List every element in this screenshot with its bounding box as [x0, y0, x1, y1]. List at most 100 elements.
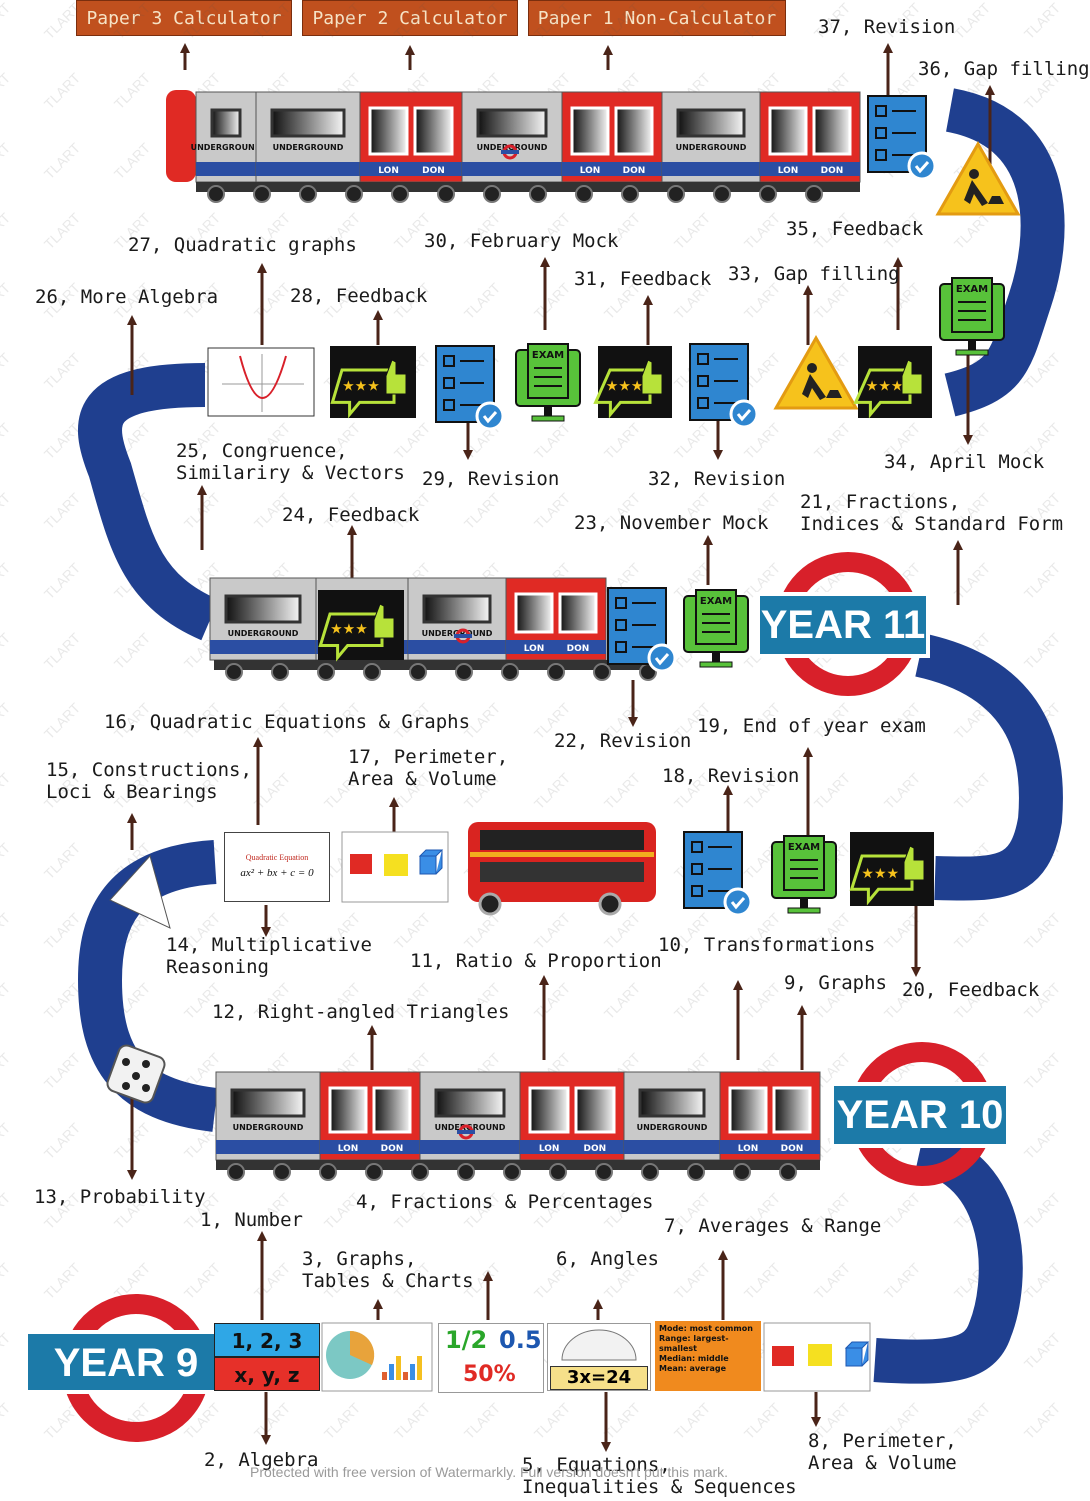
car-window — [230, 1088, 306, 1118]
watermark-mark: TLART — [41, 909, 84, 952]
watermark-mark: TLART — [41, 489, 84, 532]
train-car-grey: UNDERGROUND — [255, 91, 361, 183]
checklist-icon — [607, 587, 677, 673]
wheel-icon — [779, 1163, 797, 1181]
car-label-lon: LON — [539, 1144, 560, 1154]
bus-stripe — [470, 852, 654, 857]
monitor-stand — [968, 340, 976, 350]
watermark-mark: TLART — [321, 0, 364, 42]
exam-paper — [527, 343, 569, 399]
undercarriage — [216, 1160, 820, 1170]
watermark-mark: TLART — [0, 839, 14, 882]
label-t1: 1, Number — [200, 1209, 303, 1231]
feedback-stars: ★★★ — [606, 379, 644, 395]
train-car-grey: UNDERGROUND — [623, 1071, 721, 1161]
watermark-mark: TLART — [531, 1399, 574, 1442]
watermark-mark: TLART — [0, 1259, 14, 1302]
wheel-icon — [411, 1163, 429, 1181]
monitor-base — [531, 415, 565, 422]
car-label-underground: UNDERGROUND — [273, 143, 344, 152]
parabola — [239, 355, 287, 399]
wheel-icon — [733, 1163, 751, 1181]
car-stripe — [360, 162, 462, 176]
watermark-mark: TLART — [1021, 559, 1064, 602]
car-label-lon: LON — [338, 1144, 359, 1154]
train-car-grey: UNDERGROUND — [191, 91, 262, 183]
watermark-mark: TLART — [1021, 1259, 1064, 1302]
feedback-stars: ★★★ — [861, 866, 899, 882]
card-quadratic-formula: ax² + bx + c = 0 — [240, 867, 314, 879]
exam-computer-icon: EXAM — [515, 343, 581, 422]
watermark-mark: TLART — [321, 1399, 364, 1442]
checklist-box — [875, 127, 887, 139]
watermark-mark: TLART — [601, 419, 644, 462]
watermark-mark: TLART — [0, 1049, 14, 1092]
watermark-mark: TLART — [531, 279, 574, 322]
watermark-mark: TLART — [251, 1399, 294, 1442]
label-t20: 20, Feedback — [902, 979, 1040, 1001]
watermark-mark: TLART — [1021, 629, 1064, 672]
car-stripe — [520, 1140, 624, 1154]
watermark-mark: TLART — [531, 979, 574, 1022]
watermark-mark: TLART — [951, 0, 994, 42]
watermark-mark: TLART — [0, 139, 14, 182]
car-label-don: DON — [781, 1144, 804, 1154]
car-label-don: DON — [381, 1144, 404, 1154]
watermark-mark: TLART — [951, 209, 994, 252]
car-window — [476, 108, 548, 138]
watermark-mark: TLART — [601, 909, 644, 952]
label-t32: 32, Revision — [648, 468, 786, 490]
door-window — [368, 106, 409, 156]
door-window — [514, 592, 554, 634]
watermark-mark: TLART — [391, 0, 434, 42]
dice-pip — [142, 1060, 150, 1068]
checklist-box — [691, 841, 703, 853]
bus-upper-windows — [480, 830, 644, 850]
label-t33: 33, Gap filling — [728, 263, 900, 285]
watermark-mark: TLART — [741, 209, 784, 252]
underground-roundel-bar — [501, 150, 519, 154]
wheel-icon — [483, 185, 501, 203]
card-quadratic-title: Quadratic Equation — [245, 853, 309, 862]
door-window — [570, 106, 610, 156]
feedback-icon: ★★★ — [330, 346, 416, 419]
wheel-icon — [575, 185, 593, 203]
label-t10: 10, Transformations — [658, 934, 876, 956]
car-stripe — [256, 162, 360, 176]
roundel-bar — [830, 1082, 1010, 1148]
label-t24: 24, Feedback — [282, 504, 420, 526]
watermark-mark: TLART — [531, 419, 574, 462]
wheel-icon — [805, 185, 823, 203]
car-label-lon: LON — [524, 644, 545, 654]
car-stripe — [624, 1140, 720, 1154]
car-label-lon: LON — [378, 166, 399, 176]
thumbs-up-icon — [385, 359, 407, 395]
bar-chart-bar — [382, 1372, 387, 1380]
watermark-mark: TLART — [0, 489, 14, 532]
label-t9: 9, Graphs — [784, 972, 887, 994]
watermark-mark: TLART — [461, 279, 504, 322]
wheel-icon — [593, 663, 611, 681]
car-label-lon: LON — [778, 166, 799, 176]
watermark-mark: TLART — [181, 0, 224, 42]
checklist-box — [875, 105, 887, 117]
car-label-lon: LON — [738, 1144, 759, 1154]
warning-triangle — [773, 334, 859, 410]
watermark-mark: TLART — [461, 0, 504, 42]
label-t28: 28, Feedback — [290, 285, 428, 307]
wheel-icon — [319, 1163, 337, 1181]
car-label-underground: UNDERGROUND — [228, 629, 299, 638]
card-number-bottom: x, y, z — [214, 1357, 320, 1391]
label-t25: 25, Congruence, Similariry & Vectors — [176, 440, 405, 484]
card-number-top: 1, 2, 3 — [214, 1323, 320, 1357]
car-window — [434, 1088, 506, 1118]
dice-pip — [132, 1072, 140, 1080]
worker-body — [802, 374, 826, 400]
checklist-box — [697, 375, 709, 387]
wheel-icon — [363, 663, 381, 681]
bus-wheel — [478, 892, 502, 916]
card-fractions: 1/2 0.5 50% — [438, 1323, 544, 1393]
